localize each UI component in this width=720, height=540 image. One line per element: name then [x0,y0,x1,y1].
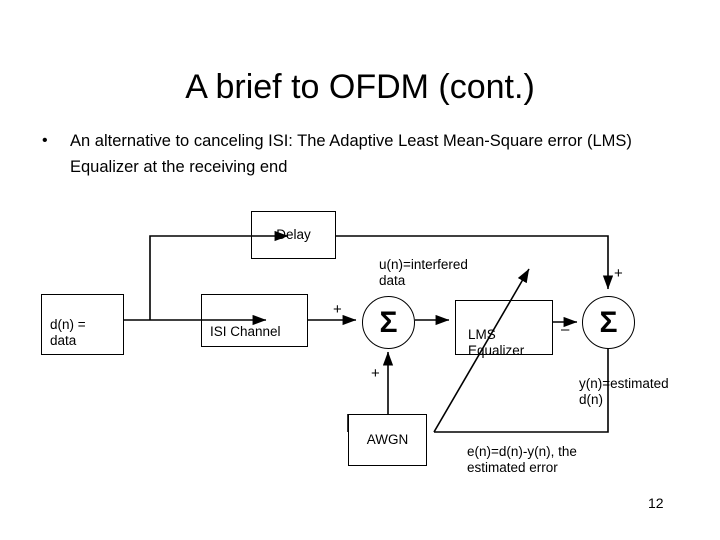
wire-sum2-output-feedback [434,348,609,433]
sigma-icon: Σ [599,305,618,339]
list-item: • An alternative to canceling ISI: The A… [36,128,684,180]
sign-sum1-top-input: + [333,301,342,318]
summing-junction-1[interactable]: Σ [362,296,415,349]
summing-junction-2[interactable]: Σ [582,296,635,349]
sign-sum2-top-input: + [614,265,623,282]
page-title: A brief to OFDM (cont.) [185,67,535,106]
label-e-of-n: e(n)=d(n)-y(n), the estimated error [467,444,577,475]
page-number: 12 [648,495,664,511]
wire-error-to-lms [433,268,530,433]
bullet-list: • An alternative to canceling ISI: The A… [36,128,684,180]
bullet-text: An alternative to canceling ISI: The Ada… [70,132,632,176]
block-delay[interactable]: Delay [251,211,336,259]
sigma-icon: Σ [379,305,398,339]
block-isi-channel[interactable]: ISI Channel [201,294,308,347]
block-lms-equalizer-label: LMS Equalizer [468,327,525,358]
block-source-data[interactable]: d(n) = data [41,294,124,355]
label-u-of-n: u(n)=interfered data [379,257,468,288]
block-isi-channel-label: ISI Channel [210,324,281,339]
block-awgn[interactable]: AWGN [348,414,427,466]
label-y-of-n: y(n)=estimated d(n) [579,376,669,407]
block-delay-label: Delay [276,227,311,242]
block-source-data-label: d(n) = data [50,317,86,348]
wire-delay-to-sum2 [336,235,614,290]
block-awgn-label: AWGN [366,432,409,447]
wire-source-to-delay [149,230,289,320]
sign-sum1-bottom-input: + [371,365,380,382]
bullet-marker: • [42,132,48,149]
block-lms-equalizer[interactable]: LMS Equalizer [455,300,553,358]
sign-sum2-left-input: – [561,321,570,338]
